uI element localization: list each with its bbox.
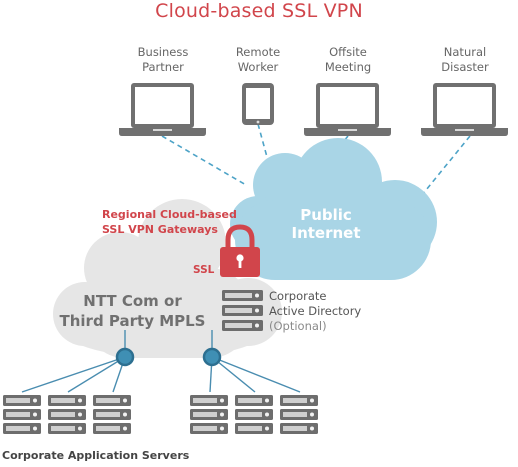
network-hub-icon — [202, 347, 222, 367]
active-directory-label-line: Active Directory — [269, 304, 362, 318]
laptop-icon — [304, 83, 391, 136]
internet-cloud — [230, 138, 437, 280]
gateway-label-line: Regional Cloud-based — [102, 208, 237, 221]
server-rack-icon — [48, 395, 86, 434]
device-label-line: Disaster — [441, 60, 489, 74]
public-internet-label-line: Public — [300, 206, 352, 224]
server-rack-icon — [280, 395, 318, 434]
padlock-icon — [220, 224, 260, 277]
device-label-business-partner: Business Partner — [118, 45, 208, 75]
laptop-icon — [119, 83, 206, 136]
gateway-label: Regional Cloud-based SSL VPN Gateways — [102, 207, 237, 237]
device-label-line: Business — [137, 45, 189, 59]
device-offsite-meeting — [304, 83, 391, 136]
diagram-title: Cloud-based SSL VPN — [155, 0, 363, 22]
device-label-remote-worker: Remote Worker — [213, 45, 303, 75]
servers-label: Corporate Application Servers — [2, 449, 190, 462]
device-label-line: Offsite — [329, 45, 367, 59]
device-remote-worker — [242, 83, 274, 125]
server-rack-icon — [93, 395, 131, 434]
device-label-line: Worker — [237, 60, 279, 74]
device-label-natural-disaster: Natural Disaster — [420, 45, 510, 75]
device-label-line: Partner — [142, 60, 184, 74]
device-label-line: Remote — [235, 45, 281, 59]
mpls-cloud — [53, 199, 282, 358]
mpls-label-line: NTT Com or — [83, 292, 182, 310]
device-natural-disaster — [421, 83, 508, 136]
server-stack-icon — [222, 290, 263, 331]
ssl-label: SSL — [193, 264, 215, 276]
laptop-icon — [421, 83, 508, 136]
mpls-label-line: Third Party MPLS — [59, 312, 206, 330]
public-internet-label: Public Internet — [280, 206, 372, 242]
device-label-line: Natural — [443, 45, 487, 59]
server-rack-icon — [3, 395, 41, 434]
tablet-icon — [242, 83, 274, 125]
device-label-offsite-meeting: Offsite Meeting — [303, 45, 393, 75]
active-directory-label-line: Corporate — [269, 289, 327, 303]
network-hub-icon — [115, 347, 135, 367]
active-directory-optional-label: (Optional) — [269, 319, 327, 333]
gateway-label-line: SSL VPN Gateways — [102, 223, 218, 236]
device-business-partner — [119, 83, 206, 136]
mpls-label: NTT Com or Third Party MPLS — [50, 291, 215, 331]
active-directory-label: Corporate Active Directory (Optional) — [269, 289, 361, 334]
server-rack-icon — [235, 395, 273, 434]
device-label-line: Meeting — [324, 60, 372, 74]
server-rack-icon — [190, 395, 228, 434]
public-internet-label-line: Internet — [291, 224, 361, 242]
